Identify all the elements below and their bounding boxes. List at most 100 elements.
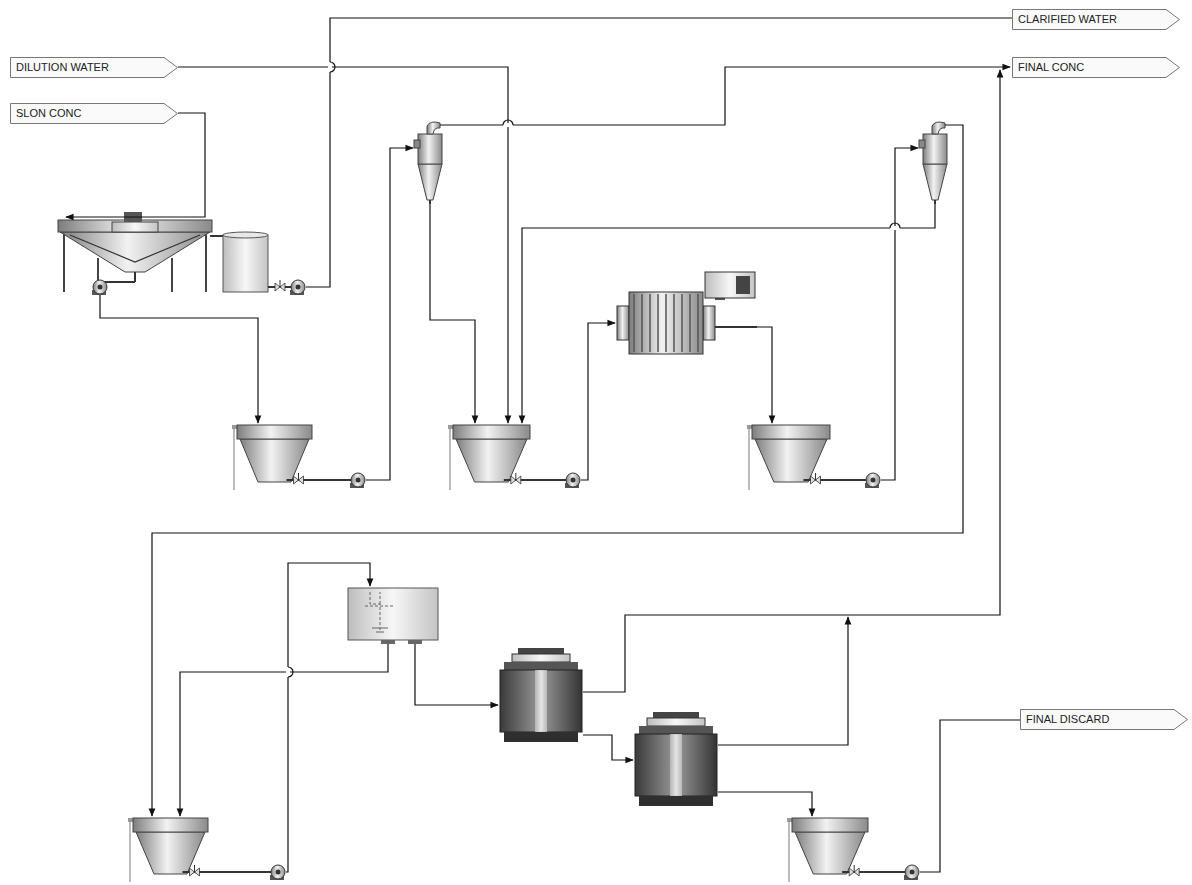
stream-tag: SLON CONC: [10, 103, 178, 124]
pump-symbol: [865, 473, 880, 488]
cyclone-barrel: [418, 134, 442, 164]
thickener-leg: [171, 258, 173, 292]
stream-tag: DILUTION WATER: [10, 57, 178, 78]
hop-gap: [286, 667, 290, 677]
mill-shell: [629, 292, 703, 354]
conditioner-body: [348, 588, 438, 640]
stream-tag: FINAL CONC: [1012, 57, 1180, 78]
pump-eye: [571, 478, 576, 483]
level-gauge: [450, 425, 451, 490]
underflow-nozzle: [134, 272, 136, 282]
mill-liner: [673, 294, 675, 352]
pump-eye: [98, 285, 103, 290]
impeller: [372, 628, 388, 632]
valve-stem: [815, 473, 816, 480]
tag-pentagon: [11, 104, 178, 124]
stream-tag: CLARIFIED WATER: [1012, 9, 1180, 30]
sump-tank: [787, 818, 905, 882]
sump-cone: [795, 832, 865, 874]
thickener-leg: [63, 232, 65, 292]
pipe-line: [180, 644, 388, 816]
pipes: [66, 18, 1020, 872]
valve-stem: [515, 473, 516, 480]
pipe-line: [286, 563, 370, 872]
cell-drive: [512, 654, 570, 662]
valve-stem: [194, 865, 195, 872]
flotation-cell: [635, 712, 717, 806]
stream-name: CLARIFIED WATER: [1012, 9, 1139, 26]
cyclone-spigot: [934, 200, 936, 204]
conditioner-tank: [348, 588, 438, 644]
pipe-line: [415, 644, 498, 705]
valve-symbol: [849, 865, 859, 876]
pipe-line: [718, 617, 848, 745]
overflow-pipe: [210, 235, 223, 237]
sump-cone: [755, 439, 827, 482]
stream-name: DILUTION WATER: [10, 57, 131, 74]
cell-motor: [518, 648, 564, 654]
pump-eye: [910, 870, 915, 875]
hop-arc: [330, 62, 335, 72]
pump-symbol: [92, 280, 107, 295]
nozzle: [381, 640, 395, 644]
cell-tank: [635, 734, 717, 796]
mill-discharge: [715, 326, 757, 328]
thickener-cone: [60, 232, 210, 272]
pump-casing: [566, 473, 580, 487]
mill-trunnion: [617, 306, 629, 340]
feed-well: [112, 222, 158, 232]
ball-mill: [617, 272, 757, 354]
mill-liner: [697, 294, 699, 352]
cell-drive: [647, 718, 705, 726]
pump-casing: [905, 865, 919, 879]
hop-gap: [503, 123, 513, 127]
pipe-line: [178, 67, 508, 423]
mill-liner: [649, 294, 651, 352]
valve-symbol: [511, 473, 521, 484]
sump-tank: [128, 818, 271, 882]
valve-stem: [854, 865, 855, 872]
tag-pentagon: [1013, 58, 1180, 78]
pipe-line: [306, 18, 1012, 287]
sump-tank: [232, 425, 351, 490]
cell-base: [639, 796, 713, 806]
hop-gap: [328, 62, 332, 72]
pipe-line: [100, 295, 258, 423]
level-gauge: [789, 818, 790, 882]
sump-tank: [747, 425, 866, 490]
valve-stem: [298, 473, 299, 480]
sump-cone: [240, 439, 309, 482]
thickener-rake: [70, 235, 200, 262]
pump-symbol: [290, 280, 305, 295]
sump-rim: [792, 818, 868, 832]
mill-gearbox: [736, 276, 750, 294]
hop-arc: [890, 223, 900, 228]
mill-liner: [681, 294, 683, 352]
hop-arc: [503, 120, 513, 125]
pump-symbol: [350, 473, 365, 488]
valve-symbol: [275, 280, 285, 291]
stream-name: SLON CONC: [10, 103, 103, 120]
mill-trunnion: [703, 306, 715, 340]
thickener: [58, 212, 291, 292]
agitator: [365, 592, 395, 630]
pump-casing: [866, 473, 880, 487]
mill-liner: [665, 294, 667, 352]
pipe-line: [366, 148, 413, 480]
cell-motor: [653, 712, 699, 718]
pipe-line: [581, 323, 615, 480]
stream-tag: FINAL DISCARD: [1020, 709, 1188, 730]
cyclone-barrel: [923, 134, 947, 164]
pump-symbol: [904, 865, 919, 880]
pipe-line: [920, 720, 1020, 872]
water-tank-top: [223, 232, 268, 238]
pipe-line: [66, 113, 205, 217]
valve-symbol: [190, 865, 200, 876]
sump-cone: [136, 832, 205, 874]
sump-rim: [453, 425, 530, 439]
water-tank: [223, 235, 268, 292]
level-gauge: [234, 425, 235, 490]
